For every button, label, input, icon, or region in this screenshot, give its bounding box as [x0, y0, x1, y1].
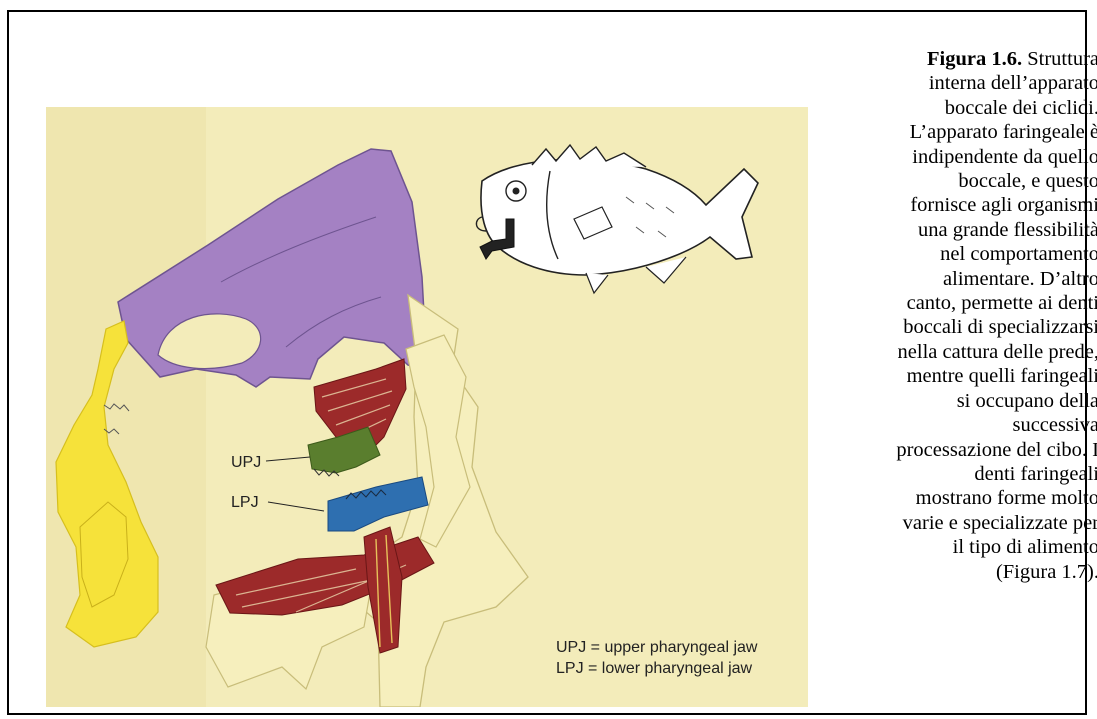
caption-line: indipendente da quello — [912, 146, 1097, 168]
caption-line: processazione del cibo. I — [896, 439, 1097, 461]
caption-line: mostrano forme molto — [916, 487, 1097, 509]
caption-line: nel comportamento — [940, 243, 1097, 265]
caption-line: (Figura 1.7). — [996, 561, 1097, 583]
figure-frame: UPJ LPJ UPJ = upper pharyngeal jaw LPJ =… — [7, 10, 1087, 715]
cichlid-jaw-illustration: UPJ LPJ UPJ = upper pharyngeal jaw LPJ =… — [46, 107, 808, 707]
key-lpj: LPJ = lower pharyngeal jaw — [556, 660, 753, 677]
caption-line: boccale, e questo — [958, 170, 1097, 192]
illustration-svg: UPJ LPJ UPJ = upper pharyngeal jaw LPJ =… — [46, 107, 808, 707]
caption-line: denti faringeali — [974, 463, 1097, 485]
caption-line: successiva — [1012, 414, 1097, 436]
caption-line: boccale dei ciclidi. — [945, 97, 1097, 119]
caption-line: varie e specializzate per — [903, 512, 1097, 534]
caption-line: interna dell’apparato — [929, 72, 1097, 94]
caption-line: il tipo di alimento — [953, 536, 1097, 558]
caption-line: nella cattura delle prede, — [898, 341, 1097, 363]
caption-line: mentre quelli faringeali — [907, 365, 1097, 387]
key-upj: UPJ = upper pharyngeal jaw — [556, 639, 758, 656]
caption-line: una grande flessibilità — [918, 219, 1097, 241]
caption-line: boccali di specializzarsi — [903, 316, 1097, 338]
caption-line: fornisce agli organismi — [910, 194, 1097, 216]
caption-figure-label: Figura 1.6. — [927, 48, 1022, 70]
upj-label: UPJ — [231, 454, 261, 471]
caption-line: si occupano della — [957, 390, 1097, 412]
lpj-label: LPJ — [231, 494, 259, 511]
fish-pupil — [513, 188, 520, 195]
caption-line: alimentare. D’altro — [943, 268, 1097, 290]
caption-line: canto, permette ai denti — [907, 292, 1097, 314]
figure-caption: Figura 1.6. Struttura interna dell’appar… — [809, 47, 1097, 584]
caption-line: L’apparato faringeale è — [910, 121, 1097, 143]
caption-line: Struttura — [1022, 48, 1097, 70]
